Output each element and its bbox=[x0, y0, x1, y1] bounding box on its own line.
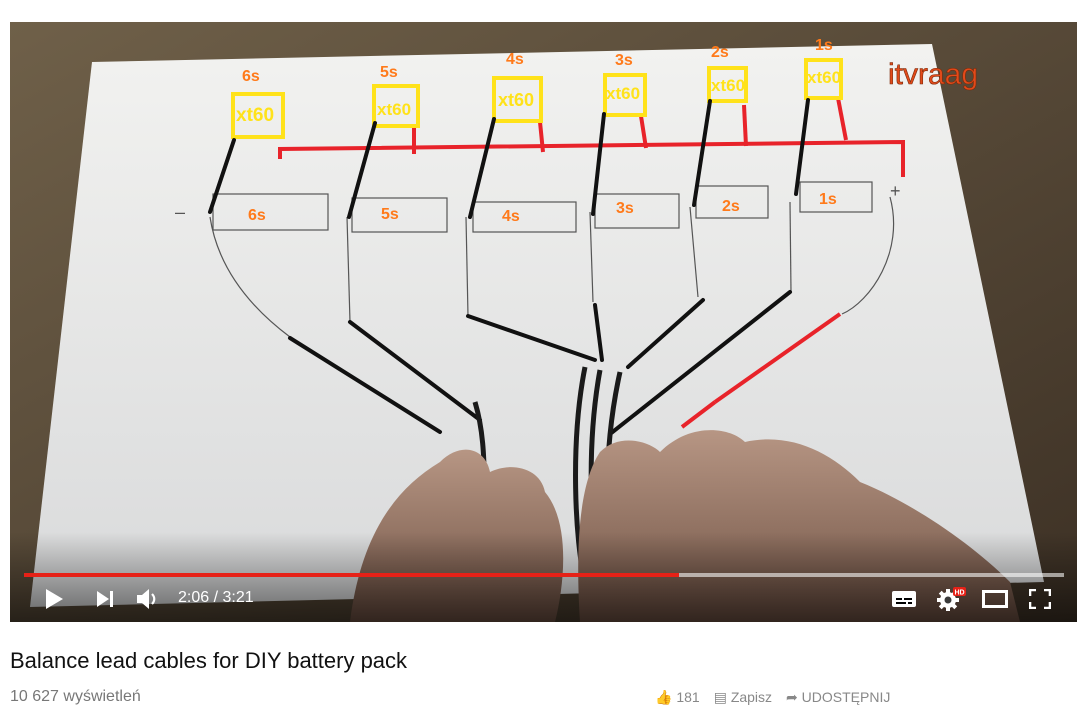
red-bus-wire bbox=[278, 139, 905, 177]
like-button[interactable]: 👍 181 bbox=[655, 689, 700, 705]
volume-button[interactable] bbox=[134, 586, 162, 612]
channel-watermark: itvraag bbox=[888, 58, 978, 91]
header-2s: 2s bbox=[711, 44, 729, 61]
time-display: 2:06 / 3:21 bbox=[178, 589, 254, 606]
black-wires bbox=[208, 98, 810, 436]
subtitles-button[interactable] bbox=[890, 586, 918, 612]
play-icon bbox=[46, 589, 63, 609]
xt60-label-2s: xt60 bbox=[711, 76, 745, 95]
video-player[interactable]: – + 6s 5s 4s 3s 2s 1s 6s 5s 4s 3s 2s 1s bbox=[10, 22, 1077, 622]
cell-label-3s: 3s bbox=[616, 200, 634, 217]
view-count: 10 627 wyświetleń bbox=[10, 688, 141, 705]
header-3s: 3s bbox=[615, 52, 633, 69]
theater-icon bbox=[982, 590, 1008, 608]
red-drop-wires bbox=[412, 97, 848, 429]
next-icon bbox=[97, 591, 113, 607]
video-actions: 👍 181 ▤ Zapisz ➦ UDOSTĘPNIJ bbox=[655, 689, 890, 706]
xt60-labels: xt60 xt60 xt60 xt60 xt60 xt60 bbox=[236, 68, 841, 126]
xt60-label-3s: xt60 bbox=[606, 84, 640, 103]
theater-mode-button[interactable] bbox=[980, 586, 1010, 612]
xt60-label-1s: xt60 bbox=[807, 68, 841, 87]
volume-icon bbox=[137, 589, 156, 609]
plus-sign: + bbox=[890, 181, 901, 201]
cell-label-6s: 6s bbox=[248, 207, 266, 224]
settings-icon: HD bbox=[937, 587, 966, 611]
xt60-label-6s: xt60 bbox=[236, 105, 274, 126]
header-4s: 4s bbox=[506, 51, 524, 68]
play-button[interactable] bbox=[40, 586, 68, 612]
hd-badge: HD bbox=[955, 590, 965, 597]
cell-label-2s: 2s bbox=[722, 198, 740, 215]
xt60-label-4s: xt60 bbox=[498, 90, 534, 110]
video-title: Balance lead cables for DIY battery pack bbox=[10, 648, 408, 673]
xt60-label-5s: xt60 bbox=[377, 100, 411, 119]
share-button[interactable]: ➦ UDOSTĘPNIJ bbox=[786, 689, 891, 705]
cell-labels: 6s 5s 4s 3s 2s 1s bbox=[248, 191, 837, 225]
header-6s: 6s bbox=[242, 68, 260, 85]
save-button[interactable]: ▤ Zapisz bbox=[713, 689, 773, 705]
minus-sign: – bbox=[175, 202, 185, 222]
progress-played bbox=[24, 573, 680, 577]
cell-label-1s: 1s bbox=[819, 191, 837, 208]
like-count: 181 bbox=[676, 689, 700, 705]
save-label: Zapisz bbox=[730, 689, 773, 705]
progress-bar[interactable] bbox=[24, 573, 1064, 577]
header-1s: 1s bbox=[815, 37, 833, 54]
connector-headers: 6s 5s 4s 3s 2s 1s bbox=[242, 37, 833, 85]
settings-button[interactable]: HD bbox=[936, 586, 966, 612]
subtitles-icon bbox=[892, 591, 916, 607]
next-button[interactable] bbox=[92, 586, 118, 612]
cell-label-4s: 4s bbox=[502, 208, 520, 225]
xt60-boxes bbox=[231, 58, 843, 139]
fullscreen-button[interactable] bbox=[1026, 586, 1054, 612]
share-label: UDOSTĘPNIJ bbox=[801, 689, 891, 705]
cell-label-5s: 5s bbox=[381, 206, 399, 223]
fullscreen-icon bbox=[1029, 589, 1051, 609]
header-5s: 5s bbox=[380, 64, 398, 81]
